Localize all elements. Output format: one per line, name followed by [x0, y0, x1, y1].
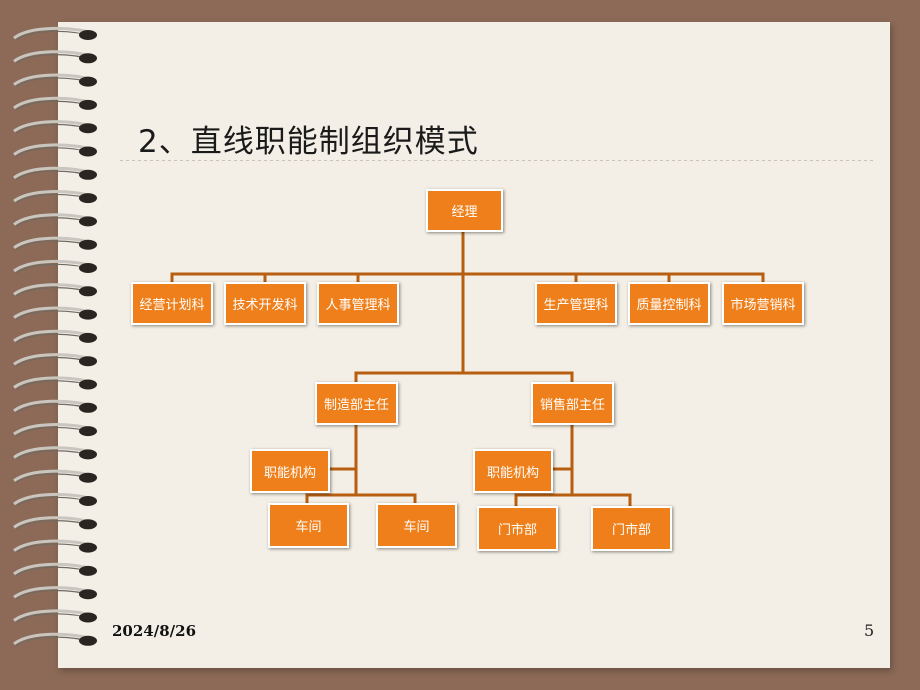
binding-hole [79, 426, 97, 437]
binding-hole [79, 402, 97, 413]
notebook-spiral-binding [13, 26, 97, 647]
binding-hole [79, 286, 97, 297]
binding-hole [79, 332, 97, 343]
binding-hole [79, 635, 97, 646]
binding-hole [79, 379, 97, 390]
org-box-manufacturing-functional-unit: 职能机构 [250, 449, 330, 493]
binding-hole [79, 612, 97, 623]
org-box-staff-department: 生产管理科 [535, 282, 617, 325]
slide-page-number: 5 [864, 621, 875, 640]
org-box-staff-department: 技术开发科 [224, 282, 306, 325]
binding-hole [79, 589, 97, 600]
binding-hole [79, 193, 97, 204]
slide-page [58, 22, 890, 668]
org-box-sales-head: 销售部主任 [531, 382, 614, 425]
slide-date: 2024/8/26 [112, 622, 197, 640]
binding-hole [79, 449, 97, 460]
binding-hole [79, 99, 97, 110]
binding-hole [79, 356, 97, 367]
binding-hole [79, 146, 97, 157]
org-box-store: 门市部 [477, 506, 558, 551]
binding-hole [79, 519, 97, 530]
org-box-store: 门市部 [591, 506, 672, 551]
org-box-staff-department: 经营计划科 [131, 282, 213, 325]
org-box-manager: 经理 [426, 189, 503, 232]
binding-hole [79, 30, 97, 40]
binding-hole [79, 123, 97, 134]
org-box-staff-department: 市场营销科 [722, 282, 804, 325]
binding-hole [79, 53, 97, 64]
binding-hole [79, 542, 97, 553]
org-box-staff-department: 质量控制科 [628, 282, 710, 325]
binding-hole [79, 565, 97, 576]
org-box-workshop: 车间 [268, 503, 349, 548]
binding-hole [79, 239, 97, 250]
binding-hole [79, 472, 97, 483]
org-box-manufacturing-head: 制造部主任 [315, 382, 398, 425]
binding-hole [79, 263, 97, 273]
binding-hole [79, 76, 97, 87]
slide-title: 2、直线职能制组织模式 [138, 124, 479, 160]
binding-hole [79, 496, 97, 506]
org-box-sales-functional-unit: 职能机构 [473, 449, 553, 493]
binding-hole [79, 309, 97, 320]
binding-hole [79, 169, 97, 180]
title-divider [120, 160, 875, 161]
org-box-staff-department: 人事管理科 [317, 282, 399, 325]
binding-hole [79, 216, 97, 227]
org-box-workshop: 车间 [376, 503, 457, 548]
